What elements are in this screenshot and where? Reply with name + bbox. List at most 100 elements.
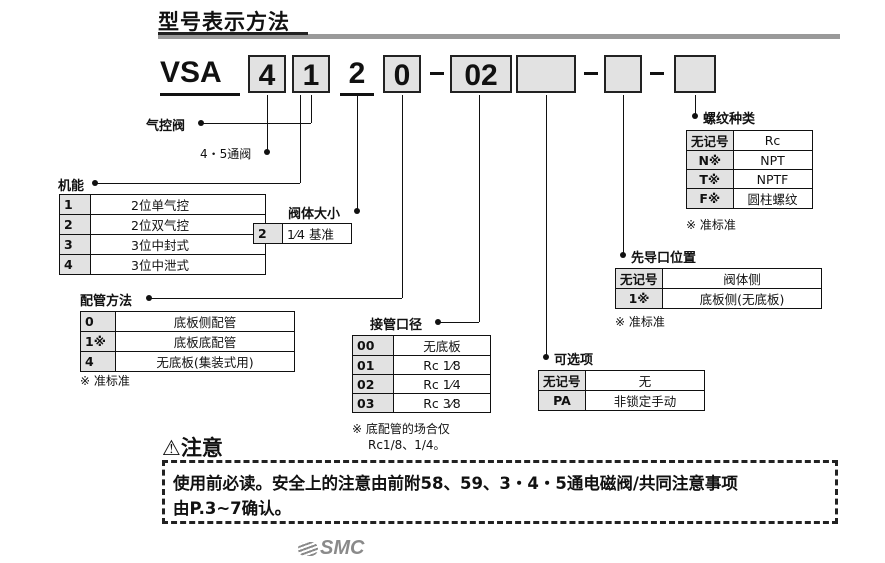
thread-table: 无记号 Rc N※ NPT T※ NPTF F※ 圆柱螺纹 bbox=[686, 130, 813, 209]
function-key: 1 bbox=[59, 194, 91, 215]
thread-key: F※ bbox=[686, 188, 734, 209]
leader-thread-dot bbox=[692, 113, 698, 119]
code-box-option bbox=[516, 55, 576, 93]
leader-port-size-h bbox=[440, 322, 479, 323]
option-val: 非锁定手动 bbox=[585, 390, 705, 411]
table-row: 4 无底板(集装式用) bbox=[80, 351, 295, 372]
port-size-key: 01 bbox=[352, 355, 394, 375]
thread-note: ※ 准标准 bbox=[686, 218, 736, 232]
table-row: 1 2位单气控 bbox=[59, 194, 266, 215]
code-digit-port-size: 02 bbox=[450, 55, 512, 93]
port-size-val: Rc 1⁄4 bbox=[393, 374, 491, 394]
port-size-key: 02 bbox=[352, 374, 394, 394]
pilot-port-key: 无记号 bbox=[615, 268, 663, 289]
port-size-note-2: Rc1/8、1/4。 bbox=[368, 438, 446, 452]
table-row: 02 Rc 1⁄4 bbox=[352, 374, 491, 394]
prefix-underline bbox=[160, 93, 240, 96]
smc-logo: SMC bbox=[298, 537, 364, 560]
leader-function-v bbox=[300, 95, 301, 183]
body-size-key: 2 bbox=[253, 223, 283, 244]
thread-val: NPTF bbox=[732, 169, 813, 189]
function-table: 1 2位单气控 2 2位双气控 3 3位中封式 4 3位中泄式 bbox=[59, 194, 266, 275]
option-key: 无记号 bbox=[538, 370, 586, 391]
piping-val: 底板侧配管 bbox=[115, 311, 295, 332]
thread-val: Rc bbox=[732, 130, 813, 151]
code-digit-body-size: 2 bbox=[348, 57, 366, 90]
table-row: 0 底板侧配管 bbox=[80, 311, 295, 332]
function-val: 2位双气控 bbox=[90, 214, 266, 235]
leader-piping-dot bbox=[146, 295, 152, 301]
table-row: 00 无底板 bbox=[352, 335, 491, 356]
pilot-port-note: ※ 准标准 bbox=[615, 315, 665, 329]
code-box-thread bbox=[674, 55, 716, 93]
label-port-size: 接管口径 bbox=[370, 318, 423, 333]
table-row: 2 1⁄4 基准 bbox=[253, 223, 352, 244]
leader-pilot-dot bbox=[198, 120, 204, 126]
leader-pilot-port-v bbox=[623, 95, 624, 255]
leader-thread-v bbox=[695, 95, 696, 116]
leader-option-v bbox=[546, 95, 547, 357]
function-key: 2 bbox=[59, 214, 91, 235]
function-val: 3位中泄式 bbox=[90, 254, 266, 275]
table-row: 4 3位中泄式 bbox=[59, 254, 266, 275]
table-row: 无记号 Rc bbox=[686, 130, 813, 151]
function-val: 2位单气控 bbox=[90, 194, 266, 215]
leader-piping-v bbox=[402, 95, 403, 298]
table-row: 01 Rc 1⁄8 bbox=[352, 355, 491, 375]
caution-title: ⚠注意 bbox=[162, 436, 223, 460]
table-row: T※ NPTF bbox=[686, 169, 813, 189]
leader-body-size-dot bbox=[354, 208, 360, 214]
leader-function-h bbox=[96, 183, 300, 184]
title-underline bbox=[158, 34, 840, 39]
table-row: 无记号 无 bbox=[538, 370, 705, 391]
option-table: 无记号 无 PA 非锁定手动 bbox=[538, 370, 705, 411]
code-digit-pilot: 1 bbox=[292, 55, 330, 93]
table-row: 1※ 底板底配管 bbox=[80, 331, 295, 352]
piping-note: ※ 准标准 bbox=[80, 374, 130, 388]
leader-pilot-h bbox=[203, 123, 311, 124]
title-underline-accent bbox=[158, 32, 308, 35]
port-size-key: 00 bbox=[352, 335, 394, 356]
thread-val: NPT bbox=[732, 150, 813, 170]
port-size-table: 00 无底板 01 Rc 1⁄8 02 Rc 1⁄4 03 Rc 3⁄8 bbox=[352, 335, 491, 413]
page-title: 型号表示方法 bbox=[158, 10, 290, 34]
piping-val: 无底板(集装式用) bbox=[115, 351, 295, 372]
table-row: 03 Rc 3⁄8 bbox=[352, 393, 491, 413]
table-row: F※ 圆柱螺纹 bbox=[686, 188, 813, 209]
label-ports: 4・5通阀 bbox=[200, 147, 252, 161]
table-row: 无记号 阀体侧 bbox=[615, 268, 822, 289]
pilot-port-val: 底板侧(无底板) bbox=[662, 288, 822, 309]
label-function: 机能 bbox=[58, 179, 85, 194]
body-size-table: 2 1⁄4 基准 bbox=[253, 223, 352, 244]
label-body-size: 阀体大小 bbox=[288, 207, 341, 222]
option-key: PA bbox=[538, 390, 586, 411]
table-row: PA 非锁定手动 bbox=[538, 390, 705, 411]
code-box-pilot-port bbox=[604, 55, 642, 93]
thread-key: T※ bbox=[686, 169, 734, 189]
piping-key: 1※ bbox=[80, 331, 116, 352]
code-digit-ports: 4 bbox=[248, 55, 286, 93]
caution-line-1: 使用前必读。安全上的注意由前附58、59、3・4・5通电磁阀/共同注意事项 bbox=[173, 474, 738, 493]
code-prefix: VSA bbox=[160, 56, 222, 89]
pilot-port-val: 阀体侧 bbox=[662, 268, 822, 289]
label-option: 可选项 bbox=[554, 353, 594, 368]
leader-body-size-v bbox=[357, 96, 358, 211]
table-row: 3 3位中封式 bbox=[59, 234, 266, 255]
smc-logo-icon bbox=[298, 541, 318, 556]
code-dash-2 bbox=[584, 72, 598, 75]
leader-ports-v bbox=[267, 95, 268, 152]
table-row: 1※ 底板侧(无底板) bbox=[615, 288, 822, 309]
port-size-val: Rc 3⁄8 bbox=[393, 393, 491, 413]
leader-pilot-v bbox=[311, 95, 312, 123]
pilot-port-key: 1※ bbox=[615, 288, 663, 309]
caution-line-2: 由P.3~7确认。 bbox=[173, 499, 292, 518]
label-pilot: 气控阀 bbox=[146, 119, 186, 134]
function-key: 4 bbox=[59, 254, 91, 275]
thread-val: 圆柱螺纹 bbox=[732, 188, 813, 209]
piping-key: 4 bbox=[80, 351, 116, 372]
leader-ports-dot bbox=[264, 149, 270, 155]
piping-table: 0 底板侧配管 1※ 底板底配管 4 无底板(集装式用) bbox=[80, 311, 295, 372]
thread-key: N※ bbox=[686, 150, 734, 170]
table-row: N※ NPT bbox=[686, 150, 813, 170]
function-val: 3位中封式 bbox=[90, 234, 266, 255]
